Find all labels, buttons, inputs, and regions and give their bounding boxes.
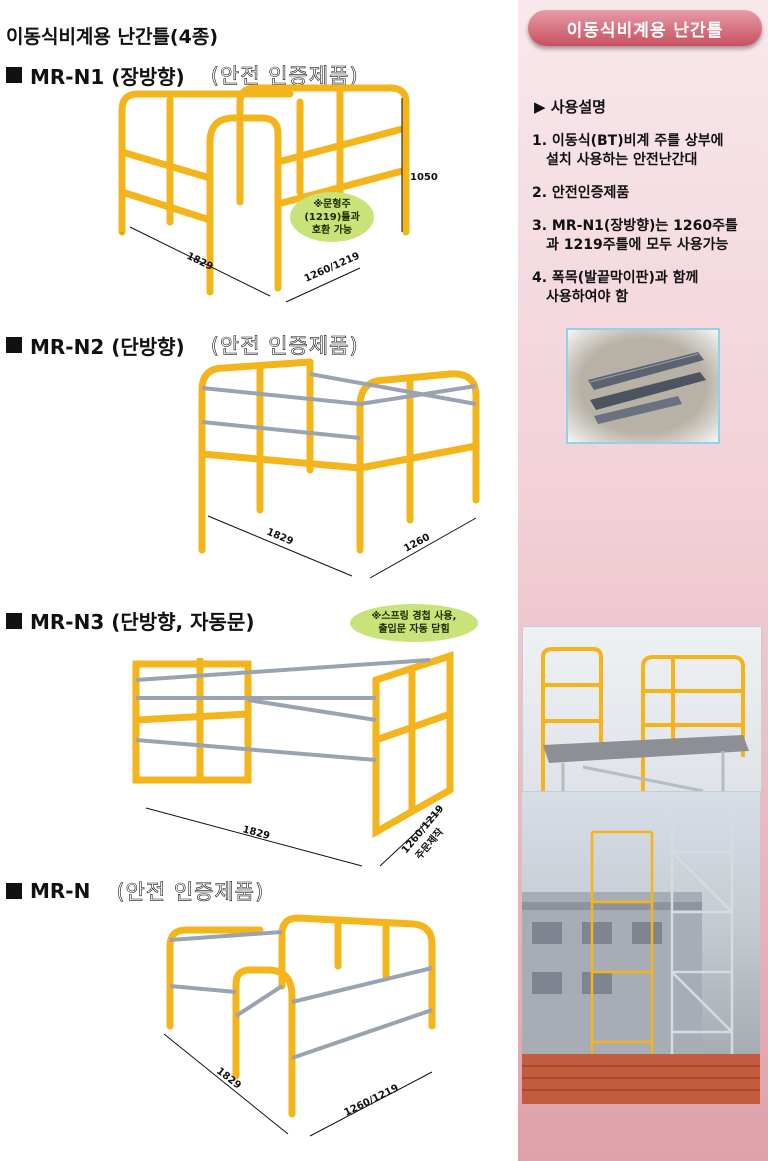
product-image-mr-n: 1829 1260/1219 <box>163 914 436 1137</box>
usage-item: 3. MR-N1(장방향)는 1260주틀 과 1219주틀에 모두 사용가능 <box>532 218 738 253</box>
square-bullet-icon <box>6 337 22 353</box>
product-heading-mr-n3: MR-N3 (단방향, 자동문) <box>6 606 254 635</box>
product-image-mr-n2: 1829 1260 <box>198 358 480 579</box>
usage-item: 2. 안전인증제품 <box>532 185 630 201</box>
usage-item: 1. 이동식(BT)비계 주를 상부에 설치 사용하는 안전난간대 <box>532 133 724 168</box>
dim-height: 1050 <box>410 172 438 183</box>
toe-board-photo <box>566 328 720 444</box>
product-heading-mr-n1: MR-N1 (장방향) (안전 인증제품) <box>6 60 359 90</box>
product-heading-mr-n2: MR-N2 (단방향) (안전 인증제품) <box>6 330 359 360</box>
cert-label: (안전 인증제품) <box>210 334 359 359</box>
dim-length: 1829 <box>265 527 295 548</box>
square-bullet-icon <box>6 883 22 899</box>
dim-length: 1829 <box>241 824 271 842</box>
usage-item: 4. 폭목(발끝막이판)과 함께 사용하여야 함 <box>532 270 699 305</box>
cert-label: (안전 인증제품) <box>210 64 359 89</box>
callout-compat-note: ※문형주 (1219)틀과 호환 가능 <box>290 192 374 242</box>
product-heading-mr-n: MR-N (안전 인증제품) <box>6 876 264 906</box>
building-scaffold-photo <box>522 792 760 1104</box>
usage-heading: ▶ 사용설명 <box>534 98 606 116</box>
callout-spring-hinge: ※스프링 경첩 사용, 출입문 자동 닫힘 <box>350 604 478 642</box>
dim-width: 1260/1219 <box>342 1083 400 1119</box>
product-image-mr-n1: 1829 1260/1219 1050 <box>118 84 438 303</box>
page-title: 이동식비계용 난간틀(4종) <box>6 26 219 48</box>
square-bullet-icon <box>6 67 22 83</box>
product-image-mr-n3: 1829 1260/1219 주문제작 <box>132 651 454 867</box>
sidebar-title-badge: 이동식비계용 난간틀 <box>528 10 762 46</box>
square-bullet-icon <box>6 612 22 629</box>
cert-label: (안전 인증제품) <box>116 880 265 905</box>
dim-width: 1260/1219 <box>303 251 362 285</box>
usage-list: 1. 이동식(BT)비계 주를 상부에 설치 사용하는 안전난간대 2. 안전인… <box>532 132 762 321</box>
scaffold-railing-photo <box>522 626 762 793</box>
